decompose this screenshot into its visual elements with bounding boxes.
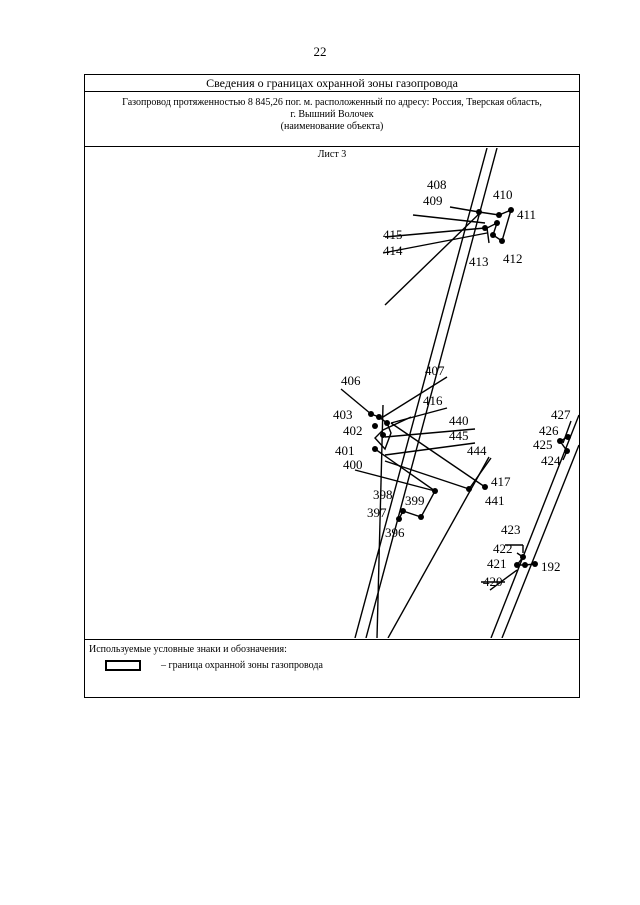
leader-line (384, 442, 476, 456)
document-frame: Сведения о границах охранной зоны газопр… (84, 74, 580, 698)
point-label: 397 (367, 505, 387, 520)
point-label: 399 (405, 493, 425, 508)
point-label: 406 (341, 373, 361, 388)
point-label: 440 (449, 413, 469, 428)
point-label: 420 (483, 574, 503, 589)
point-label: 192 (541, 559, 561, 574)
point-label: 396 (385, 525, 405, 540)
leader-line (382, 232, 488, 254)
pipeline-line (384, 211, 482, 306)
leader-line (382, 376, 448, 418)
map-point (418, 514, 424, 520)
point-label: 416 (423, 393, 443, 408)
document-title: Сведения о границах охранной зоны газопр… (85, 75, 579, 92)
map-point (482, 225, 488, 231)
point-label: 425 (533, 437, 553, 452)
map-point (384, 420, 390, 426)
map-point (400, 508, 406, 514)
point-label: 410 (493, 187, 513, 202)
leader-line (340, 388, 372, 415)
map-point (432, 488, 438, 494)
boundary-legend-label: – граница охранной зоны газопровода (161, 660, 323, 671)
point-label: 414 (383, 243, 403, 258)
pipeline-line (365, 148, 498, 638)
description-line-2: г. Вышний Волочек (290, 109, 374, 120)
point-label: 422 (493, 541, 513, 556)
map-point (368, 411, 374, 417)
point-label: 423 (501, 522, 521, 537)
pipeline-lines (340, 148, 579, 638)
map-point (565, 434, 571, 440)
point-label: 417 (491, 474, 511, 489)
boundary-legend-swatch (105, 660, 141, 671)
point-label: 407 (425, 363, 445, 378)
zone-boundary (390, 422, 486, 488)
point-label: 444 (467, 443, 487, 458)
map-point (482, 484, 488, 490)
point-label: 412 (503, 251, 523, 266)
map-point (564, 448, 570, 454)
object-description: Газопровод протяженностью 8 845,26 пог. … (85, 91, 579, 147)
point-label: 424 (541, 453, 561, 468)
map-point (557, 438, 563, 444)
leader-line (489, 569, 518, 591)
point-label: 402 (343, 423, 363, 438)
point-label: 411 (517, 207, 536, 222)
leader-line (412, 214, 486, 224)
leader-line (384, 428, 476, 438)
map-point (514, 562, 520, 568)
sheet-label: Лист 3 (317, 149, 347, 160)
map-point (522, 562, 528, 568)
point-label: 408 (427, 177, 447, 192)
map-point (466, 486, 472, 492)
leader-line (449, 206, 480, 213)
map-point (490, 232, 496, 238)
leader-line (384, 227, 486, 238)
point-label: 421 (487, 556, 507, 571)
point-label: 401 (335, 443, 355, 458)
pipeline-line (387, 456, 490, 638)
map-point (376, 414, 382, 420)
leader-line (354, 469, 436, 492)
map-point (476, 209, 482, 215)
page-number: 22 (313, 44, 327, 59)
map-point (494, 220, 500, 226)
map-point (496, 212, 502, 218)
boundary-points (368, 207, 571, 568)
legend: Используемые условные знаки и обозначени… (85, 639, 579, 698)
map-point (499, 238, 505, 244)
point-label: 400 (343, 457, 363, 472)
map-point (508, 207, 514, 213)
map-point (532, 561, 538, 567)
leader-line (468, 457, 492, 490)
point-label: 403 (333, 407, 353, 422)
point-label: 415 (383, 227, 403, 242)
map-point (520, 554, 526, 560)
point-label: 409 (423, 193, 443, 208)
point-label: 445 (449, 428, 469, 443)
map-point (372, 423, 378, 429)
leader-line (390, 407, 448, 424)
point-label: 413 (469, 254, 489, 269)
point-label: 427 (551, 407, 571, 422)
pipeline-line (501, 444, 579, 638)
map-point (396, 516, 402, 522)
point-labels: 408 409 410 411 412 413 415 414 406 407 … (333, 177, 571, 589)
map-point (380, 432, 386, 438)
description-line-1: Газопровод протяженностью 8 845,26 пог. … (122, 97, 542, 108)
map-point (372, 446, 378, 452)
description-line-3: (наименование объекта) (280, 121, 384, 132)
leader-line (562, 420, 572, 444)
point-label: 426 (539, 423, 559, 438)
point-label: 398 (373, 487, 393, 502)
pipeline-line (376, 404, 384, 638)
legend-title: Используемые условные знаки и обозначени… (89, 644, 287, 655)
boundary-map: 408 409 410 411 412 413 415 414 406 407 … (333, 148, 579, 638)
point-label: 441 (485, 493, 505, 508)
